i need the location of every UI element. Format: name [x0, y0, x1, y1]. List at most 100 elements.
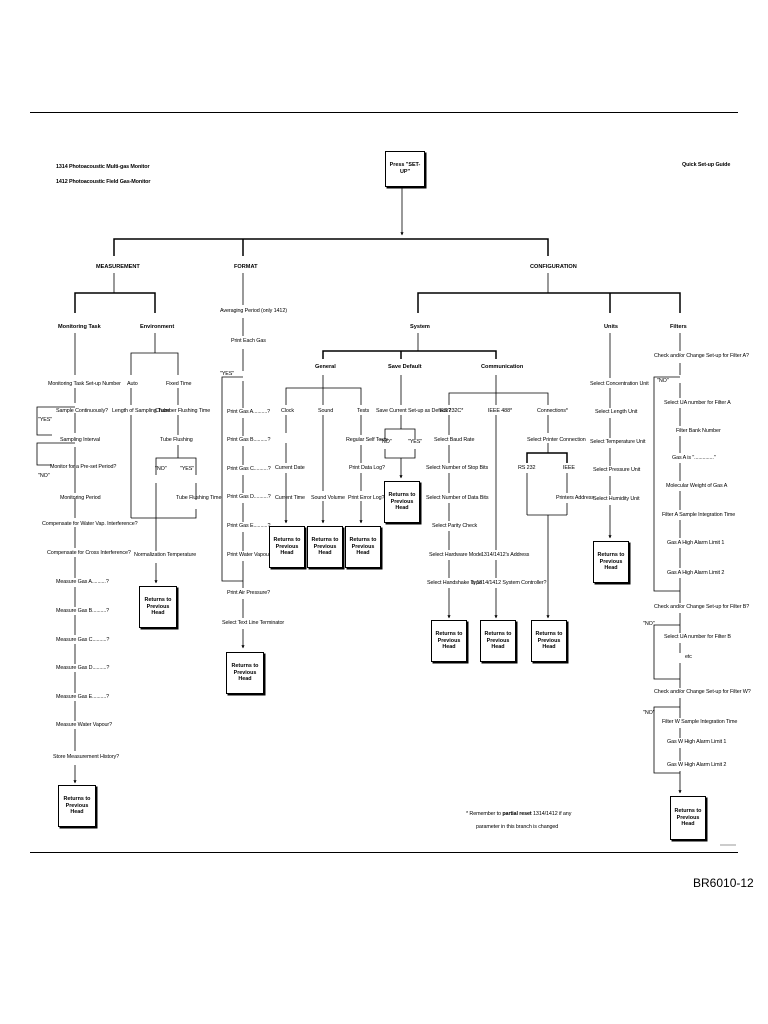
com-printers-address: Printers Address — [556, 495, 594, 501]
flt-mol-weight: Molecular Weight of Gas A — [666, 483, 728, 489]
env-tube-flushing-time: Tube Flushing Time — [176, 495, 222, 501]
return-box-ieee: Returns to Previous Head — [480, 620, 516, 662]
env-normalization-temp: Normalization Temperature — [134, 552, 197, 558]
gen-sound: Sound — [318, 408, 334, 414]
com-parity: Select Parity Check — [432, 523, 478, 529]
mt-measure-gas-c: Measure Gas C..........? — [56, 637, 110, 643]
guide-title: Quick Set-up Guide — [682, 162, 731, 168]
footnote-pre: * Remember to — [466, 811, 501, 817]
return-box-line2: Previous Head — [437, 637, 461, 651]
branch-configuration: CONFIGURATION — [530, 264, 577, 270]
return-box-line1: Returns to — [349, 536, 377, 543]
com-hardware-mode: Select Hardware Mode — [429, 552, 482, 558]
flowchart-connectors — [36, 183, 736, 846]
return-box-units: Returns to Previous Head — [593, 541, 629, 583]
root-setup-box: Press "SET-UP" — [385, 151, 425, 187]
return-box-line2: Previous Head — [599, 558, 623, 572]
return-box-line1: Returns to — [388, 491, 416, 498]
env-fixed-time: Fixed Time — [166, 381, 192, 387]
fmt-yes-label: "YES" — [220, 371, 235, 377]
com-printer-connection: Select Printer Connection — [527, 437, 586, 443]
return-box-line2: Previous Head — [233, 669, 257, 683]
return-box-line2: Previous Head — [390, 498, 414, 512]
return-box-line1: Returns to — [63, 795, 91, 802]
mt-measure-gas-a: Measure Gas A..........? — [56, 579, 109, 585]
return-box-line1: Returns to — [597, 551, 625, 558]
return-box-line2: Previous Head — [537, 637, 561, 651]
flt-check-b: Check and/or Change Set-up for Filter B? — [654, 604, 750, 610]
return-box-line1: Returns to — [535, 630, 563, 637]
fmt-print-gas-b: Print Gas B..........? — [227, 437, 271, 443]
mt-no-label: "NO" — [38, 473, 50, 479]
com-address: 1314/1412's Address — [481, 552, 530, 558]
return-box-save-default: Returns to Previous Head — [384, 481, 420, 523]
mt-monitoring-period: Monitoring Period — [60, 495, 101, 501]
com-conn-ieee: IEEE — [563, 465, 575, 471]
return-box-measurement: Returns to Previous Head — [58, 785, 96, 827]
mt-measure-gas-e: Measure Gas E..........? — [56, 694, 110, 700]
return-box-clock: Returns to Previous Head — [269, 526, 305, 568]
unit-humidity: Select Humidity Unit — [593, 496, 640, 502]
branch-communication: Communication — [481, 364, 524, 370]
mt-setup-number: Monitoring Task Set-up Number — [48, 381, 121, 387]
gen-print-data-log: Print Data Log? — [349, 465, 385, 471]
product-line-1: 1314 Photoacoustic Multi-gas Monitor — [56, 164, 150, 170]
return-box-connections: Returns to Previous Head — [531, 620, 567, 662]
return-box-environment: Returns to Previous Head — [139, 586, 177, 628]
flt-alarm-a1: Gas A High Alarm Limit 1 — [667, 540, 725, 546]
return-box-format: Returns to Previous Head — [226, 652, 264, 694]
com-conn-rs232: RS 232 — [518, 465, 536, 471]
env-length-tube: Length of Sampling Tube — [112, 408, 170, 414]
fmt-print-each-gas: Print Each Gas — [231, 338, 266, 344]
return-box-line1: Returns to — [435, 630, 463, 637]
fmt-print-water-vapour: Print Water Vapour? — [227, 552, 274, 558]
flt-gas-a-is: Gas A is ".............." — [672, 455, 716, 461]
return-box-line1: Returns to — [484, 630, 512, 637]
return-box-line2: Previous Head — [313, 543, 337, 557]
com-stop-bits: Select Number of Stop Bits — [426, 465, 489, 471]
flt-alarm-w1: Gas W High Alarm Limit 1 — [667, 739, 727, 745]
product-line-2: 1412 Photoacoustic Field Gas-Monitor — [56, 179, 151, 185]
com-handshake: Select Handshake Type — [427, 580, 482, 586]
mt-compensate-cross: Compensate for Cross Interference? — [47, 550, 131, 556]
mt-measure-gas-b: Measure Gas B..........? — [56, 608, 110, 614]
branch-monitoring-task: Monitoring Task — [58, 324, 101, 330]
footnote-line1: * Remember to partial reset 1314/1412 if… — [466, 811, 571, 817]
return-box-line1: Returns to — [231, 662, 259, 669]
branch-system: System — [410, 324, 430, 330]
flt-alarm-a2: Gas A High Alarm Limit 2 — [667, 570, 725, 576]
com-baud-rate: Select Baud Rate — [434, 437, 475, 443]
env-chamber-flushing: Chamber Flushing Time — [155, 408, 211, 414]
branch-general: General — [315, 364, 336, 370]
flt-ua-b: Select UA number for Filter B — [664, 634, 731, 640]
gen-print-error-log: Print Error Log? — [348, 495, 385, 501]
branch-format: FORMAT — [234, 264, 258, 270]
flt-no-w: "NO" — [643, 710, 655, 716]
unit-concentration: Select Concentration Unit — [590, 381, 649, 387]
gen-current-time: Current Time — [275, 495, 305, 501]
sd-no-label: "NO" — [380, 439, 392, 445]
return-box-line2: Previous Head — [676, 814, 700, 828]
return-box-line2: Previous Head — [275, 543, 299, 557]
return-box-line1: Returns to — [144, 596, 172, 603]
return-box-rs232: Returns to Previous Head — [431, 620, 467, 662]
branch-save-default: Save Default — [388, 364, 422, 370]
mt-measure-gas-d: Measure Gas D..........? — [56, 665, 110, 671]
mt-measure-water-vapour: Measure Water Vapour? — [56, 722, 113, 728]
mt-compensate-water: Compensate for Water Vap. Interference? — [42, 521, 138, 527]
footnote-line2: parameter in this branch is changed — [476, 824, 559, 830]
gen-sound-volume: Sound Volume — [311, 495, 345, 501]
branch-measurement: MEASUREMENT — [96, 264, 140, 270]
mt-monitor-preset: Monitor for a Pre-set Period? — [50, 464, 117, 470]
com-rs232: RS 232C* — [440, 408, 464, 414]
env-tube-flushing: Tube Flushing — [160, 437, 193, 443]
com-system-controller: Is 1314/1412 System Controller? — [471, 580, 547, 586]
flt-integration-w: Filter W Sample Integration Time — [662, 719, 738, 725]
fmt-print-gas-c: Print Gas C..........? — [227, 466, 271, 472]
flt-etc: etc — [685, 654, 692, 660]
unit-pressure: Select Pressure Unit — [593, 467, 641, 473]
mt-sample-continuously: Sample Continuously? — [56, 408, 108, 414]
return-box-line2: Previous Head — [351, 543, 375, 557]
gen-clock: Clock — [281, 408, 294, 414]
fmt-line-terminator: Select Text Line Terminator — [222, 620, 285, 626]
